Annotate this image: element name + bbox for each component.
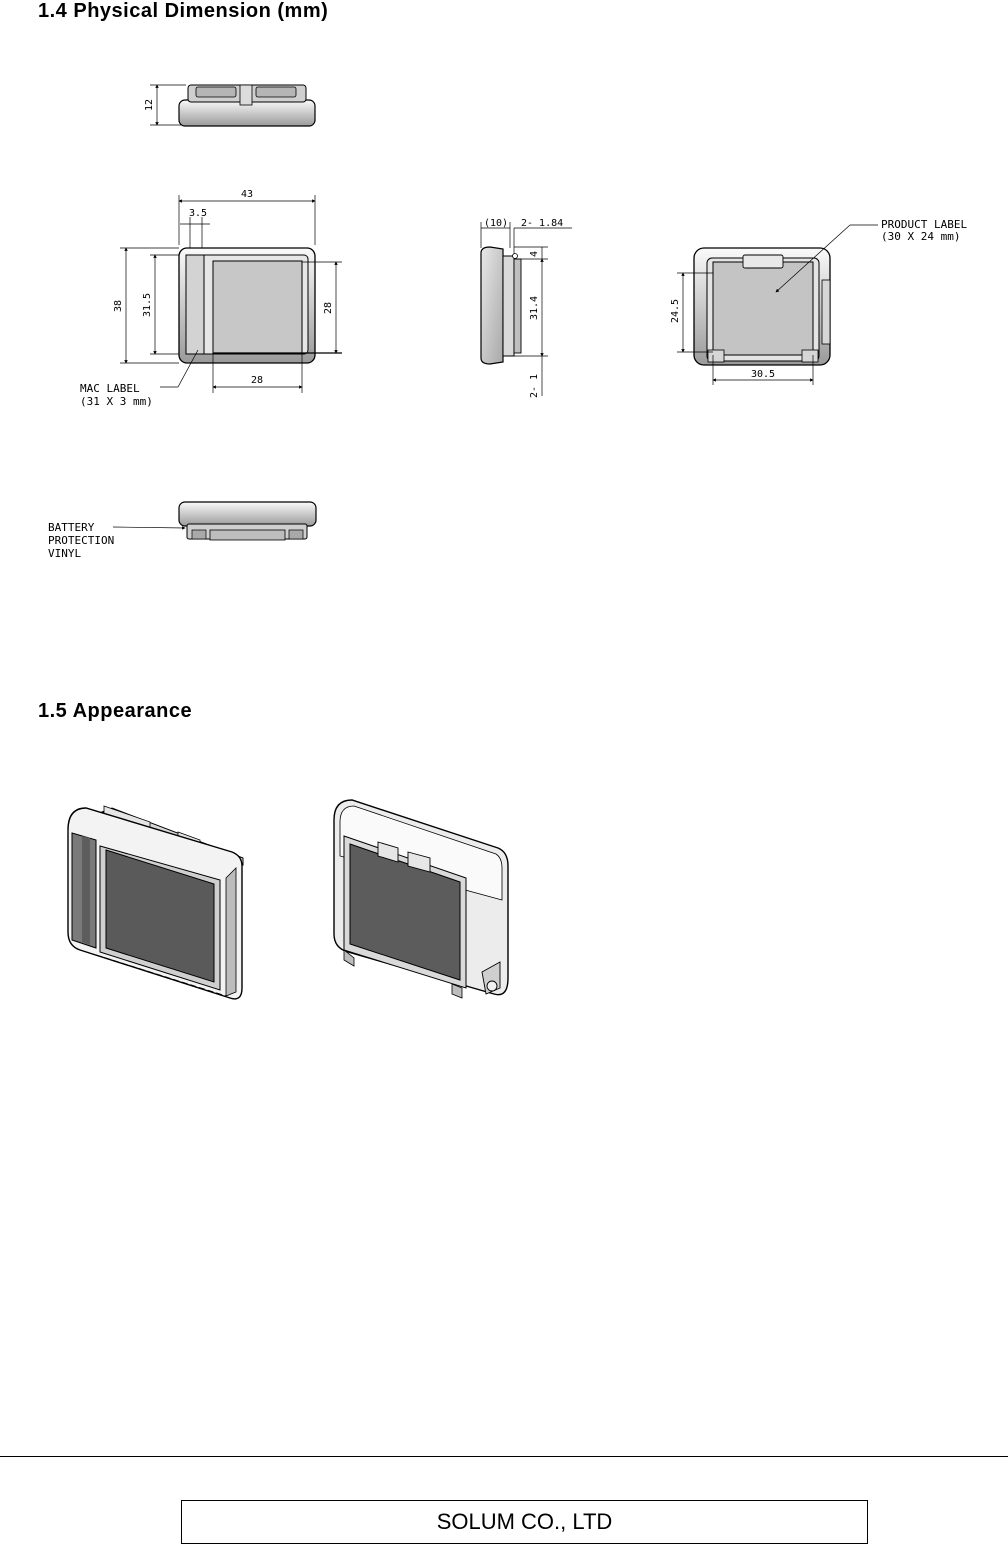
side-bottom-label: 2- 1 [529,374,540,398]
side-view: (10) 2- 1.84 4 31.4 2- 1 [480,218,572,398]
battery-label-line3: VINYL [48,547,81,560]
front-inner-height-label: 31.5 [142,293,153,317]
technical-drawing: 12 43 3.5 38 31.5 28 [48,84,967,1000]
side-slot-label: 2- 1.84 [521,218,563,229]
appearance-front-render [67,805,244,1000]
back-view: PRODUCT LABEL (30 X 24 mm) 24.5 30.5 [670,218,967,385]
back-width-label: 30.5 [751,369,775,380]
bottom-view: BATTERY PROTECTION VINYL [48,501,317,560]
front-width-label: 43 [241,189,253,200]
product-label-line2: (30 X 24 mm) [881,230,960,243]
front-inset-label: 3.5 [189,208,207,219]
side-depth-label: (10) [484,218,508,229]
footer-company-name: SOLUM CO., LTD [436,1509,613,1534]
footer-divider [0,1456,1008,1457]
appearance-back-render [333,799,509,999]
footer-company-box: SOLUM CO., LTD [181,1500,868,1544]
back-height-label: 24.5 [670,299,681,323]
section-title-appearance: 1.5 Appearance [38,700,193,722]
battery-label-line2: PROTECTION [48,534,114,547]
mac-label-line1: MAC LABEL [80,382,140,395]
front-height-label: 38 [113,300,124,312]
side-top-label: 4 [529,251,540,257]
top-view: 12 [144,84,316,127]
front-view: 43 3.5 38 31.5 28 28 MAC LABEL ( [80,189,342,408]
section-title-physical-dimension: 1.4 Physical Dimension (mm) [38,0,329,22]
top-height-label: 12 [144,99,155,111]
product-label-line1: PRODUCT LABEL [881,218,967,231]
mac-label-line2: (31 X 3 mm) [80,395,153,408]
front-display-width-label: 28 [251,375,263,386]
battery-label-line1: BATTERY [48,521,95,534]
side-height-label: 31.4 [529,296,540,320]
front-display-height-label: 28 [323,302,334,314]
